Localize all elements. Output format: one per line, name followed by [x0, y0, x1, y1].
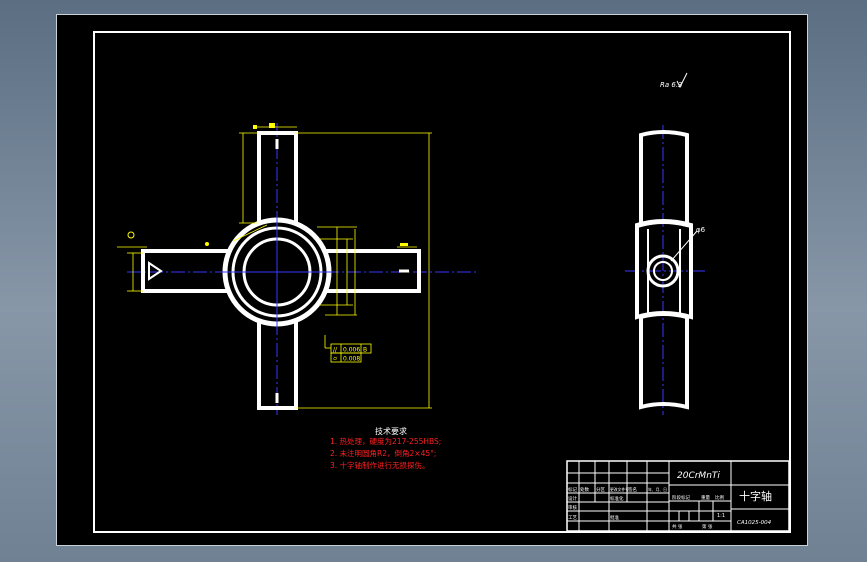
- label-ratio: 比例: [715, 494, 724, 501]
- svg-text:Ra 6.3: Ra 6.3: [660, 81, 683, 89]
- label-sheet-num: 第 张: [702, 523, 713, 530]
- tech-requirement-3: 3. 十字轴制作进行无损探伤。: [330, 460, 430, 470]
- side-leader: [670, 230, 698, 262]
- label-count: 处数: [580, 486, 589, 493]
- tol-value-1: 0.006: [343, 347, 360, 354]
- label-weight: 重量: [701, 494, 710, 501]
- tol-symbol-2: ⌭: [333, 356, 338, 363]
- label-zone: 分区: [596, 486, 605, 493]
- drawing-frame: [93, 31, 791, 533]
- tolerance-frame: // 0.006 B ⌭ 0.008: [324, 335, 372, 363]
- dimension-marks: [127, 123, 408, 246]
- label-check: 审核: [568, 504, 577, 511]
- label-stage-mark: 阶段标记: [672, 494, 690, 501]
- side-hub: [635, 219, 693, 320]
- drawing-sheet: // 0.006 B ⌭ 0.008 φ6: [56, 14, 808, 546]
- roughness-symbol: Ra 6.3: [660, 72, 688, 89]
- side-bore-inner: [653, 261, 673, 281]
- side-view: φ6: [625, 125, 707, 415]
- tech-requirement-2: 2. 未注明圆角R2，倒角2×45°;: [330, 448, 436, 458]
- label-standardize: 标准化: [610, 495, 624, 502]
- side-bore-outer: [646, 254, 680, 288]
- side-shaft-top: [639, 130, 689, 228]
- label-marker: 标记: [568, 486, 577, 493]
- label-sheet-total: 共 张: [672, 523, 683, 530]
- material-label: 20CrMnTi: [677, 471, 720, 481]
- label-change-doc: 更改文件号: [610, 487, 629, 492]
- label-design: 设计: [568, 495, 577, 502]
- cad-drawing: // 0.006 B ⌭ 0.008 φ6: [117, 72, 790, 532]
- drawing-number: CA1025-004: [737, 520, 772, 526]
- part-name: 十字轴: [739, 489, 772, 503]
- title-block-text: 20CrMnTi 十字轴 CA1025-004 1:1 标记 处数 分区 更改文…: [568, 471, 772, 530]
- grease-fitting-left: [148, 261, 163, 281]
- scale-value: 1:1: [717, 513, 725, 519]
- tol-value-2: 0.008: [343, 356, 360, 363]
- tol-datum-1: B: [363, 347, 367, 354]
- side-dimension-label: φ6: [696, 226, 706, 234]
- side-shaft-bottom: [639, 312, 689, 410]
- tech-requirements-title: 技术要求: [375, 426, 407, 436]
- label-signature: 签名: [628, 486, 637, 493]
- tol-symbol-1: //: [333, 347, 338, 354]
- label-process: 工艺: [568, 515, 577, 521]
- dimension-lines: [117, 126, 432, 409]
- arm-left: [141, 249, 233, 293]
- label-date: 年、月、日: [648, 487, 667, 492]
- tech-requirements: 技术要求 1. 热处理，硬度为217-255HBS; 2. 未注明圆角R2，倒角…: [330, 426, 441, 470]
- tech-requirement-1: 1. 热处理，硬度为217-255HBS;: [330, 436, 441, 446]
- title-block: [566, 460, 790, 532]
- label-approve: 批准: [610, 514, 619, 521]
- front-view-cross: // 0.006 B ⌭ 0.008: [117, 123, 477, 415]
